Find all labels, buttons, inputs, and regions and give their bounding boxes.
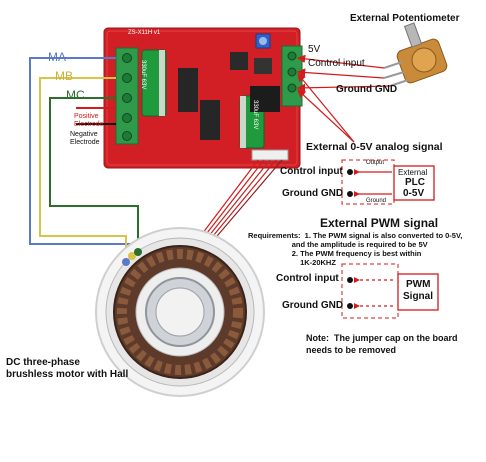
mosfet-row [178,68,198,112]
analog-title: External 0-5V analog signal [306,141,443,153]
bldc-motor [95,227,265,397]
driver-ic [250,86,280,112]
motor-terminal-block [115,47,139,145]
pwm-title: External PWM signal [320,216,439,230]
pwm-requirements: Requirements: 1. The PWM signal is also … [248,231,463,267]
hall-wires [195,159,283,243]
pwm-box-line2: Signal [403,291,434,302]
connection-arrows [296,54,391,143]
pwm-signal-block [341,263,439,319]
mosfet-chip [254,58,272,74]
analog-plc: PLC [405,177,425,188]
analog-ground-small: Ground [366,198,387,204]
analog-range: 0-5V [403,188,425,199]
motor-caption: DC three-phase brushless motor with Hall [6,357,129,380]
label-negative: Negative Electrode [70,131,100,146]
analog-external-label: External [398,168,428,177]
regulator-chip [230,52,248,70]
label-ma: MA [48,50,66,64]
analog-control-input: Control input [280,166,343,177]
cap-left-label: 330uF 63V [140,60,146,90]
capacitor-left [141,49,167,117]
label-mc: MC [66,88,85,102]
label-positive: Positive Electrode [74,113,104,128]
cap-right-label: 330uF 63V [252,100,258,130]
pot-pin-gnd: Ground GND [336,84,398,95]
controller-board [103,27,303,169]
potentiometer-title: External Potentiometer [350,13,460,24]
mosfet-row-2 [200,100,220,140]
pwm-ground-gnd: Ground GND [282,300,344,311]
pot-pin-control: Control input [308,58,365,69]
hall-connector [251,149,289,161]
label-mb: MB [55,69,73,83]
board-model: ZS-X11H v1 [128,30,161,36]
analog-ground-gnd: Ground GND [282,188,344,199]
analog-signal-block [341,159,435,205]
pwm-control-input: Control input [276,273,339,284]
pot-pin-5v: 5V [308,44,321,55]
pwm-box-line1: PWM [406,279,431,290]
jumper-note: Note: The jumper cap on the board needs … [306,333,458,355]
analog-output-label: Output [366,160,385,166]
potentiometer [383,22,448,87]
